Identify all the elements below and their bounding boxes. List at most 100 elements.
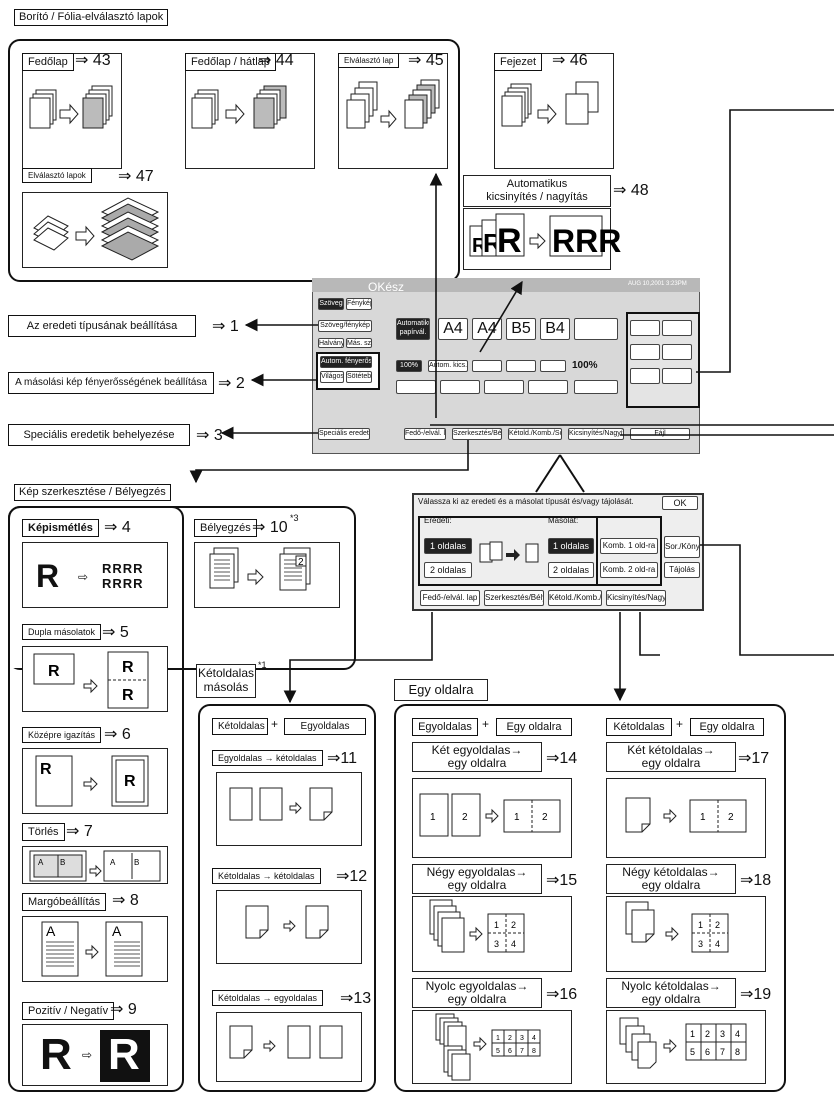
orig-1side-button[interactable]: 1 oldalas [424, 538, 472, 554]
svg-text:4: 4 [511, 939, 516, 949]
svg-text:A: A [110, 858, 116, 867]
combine-1side-button[interactable]: Komb. 1 old-ra [600, 538, 658, 554]
tab-text[interactable]: Szöveg [318, 298, 344, 310]
svg-text:3: 3 [494, 939, 499, 949]
dialog-ok-button[interactable]: OK [662, 496, 698, 510]
auto-reduce-line2: kicsinyítés / nagyítás [486, 191, 588, 203]
bypass-tray-button[interactable] [574, 318, 618, 340]
combine-item-ref: ⇒17 [738, 750, 770, 767]
combine-item-l2: egy oldalra [641, 992, 701, 1006]
dialog-tab-edit[interactable]: Szerkesztés/Bélyeg [484, 590, 544, 606]
copy-2side-button[interactable]: 2 oldalas [548, 562, 594, 578]
series-book-button[interactable]: Sor./Könyv [664, 536, 700, 558]
combine-item-title [412, 978, 542, 1008]
neg-r: R [108, 1030, 140, 1079]
dialog-tab-duplex[interactable]: Kétold./Komb./Sor. [548, 590, 602, 606]
duplex-item-label: Kétoldalas → egyoldalas [212, 990, 324, 1006]
darker-button[interactable]: Sötétebb [346, 371, 372, 383]
preset-93[interactable] [540, 360, 566, 372]
edit-item-label: Pozitív / Negatív [22, 1002, 115, 1020]
edit-stamp-tab[interactable]: Szerkesztés/Bélyeg [452, 428, 502, 440]
edit-item-ref: ⇒ 8 [112, 892, 139, 909]
slip-sheet-icon [346, 79, 440, 129]
cover-item-ref: ⇒ 47 [118, 168, 154, 185]
combine-item-ref: ⇒16 [546, 986, 578, 1003]
mix-button[interactable]: Más. szo.-ról [346, 338, 372, 348]
svg-text:6: 6 [705, 1047, 710, 1057]
combine-item-ref: ⇒19 [740, 986, 772, 1003]
svg-text:2: 2 [511, 920, 516, 930]
paper-tray-3[interactable]: B5 [506, 318, 536, 340]
two-one-side-icon: 1 2 1 2 [419, 793, 561, 837]
svg-text:1: 1 [496, 1035, 500, 1042]
auto-paper-button[interactable]: Automatikus papírvál. [396, 318, 430, 340]
duplex-combine-tab[interactable]: Kétold./Komb./Sor. [508, 428, 562, 440]
dialog-tab-reduce[interactable]: Kicsinyítés/Nagyítás [606, 590, 666, 606]
erase-icon: A B A B [29, 850, 161, 882]
svg-text:3: 3 [520, 1035, 524, 1042]
edit-item-label: Középre igazítás [22, 727, 102, 743]
duplex-header-b: Egyoldalas [284, 718, 366, 735]
cover-section-title: Borító / Fólia-elválasztó lapok [14, 9, 169, 26]
combine-2side-button[interactable]: Komb. 2 old-ra [600, 562, 658, 578]
svg-text:2: 2 [728, 812, 734, 823]
duplex-title-l2: másolás [203, 680, 249, 694]
dialog-tab-cover[interactable]: Fedő-/elvál. lap [420, 590, 480, 606]
auto-reduce-button[interactable]: Autom. kics./nagy. [428, 360, 468, 372]
repeat-image-box [22, 542, 168, 608]
svg-text:2: 2 [715, 920, 720, 930]
combine-item-l2: egy oldalra [447, 756, 507, 770]
combine-item-l1: Nyolc kétoldalas→ [621, 979, 721, 993]
cover-page-icon [29, 85, 113, 129]
staple-right-button[interactable] [662, 344, 692, 360]
cover-slip-tab[interactable]: Fedő-/elvál. lap [404, 428, 446, 440]
preset-b4-b5[interactable] [506, 360, 536, 372]
rrrr-bottom: RRRR [102, 576, 144, 591]
svg-text:7: 7 [520, 1048, 524, 1055]
halftone-button[interactable]: Halvány [318, 338, 344, 348]
cover-item-ref: ⇒ 43 [75, 52, 111, 69]
cover-item-ref: ⇒ 46 [552, 52, 588, 69]
svg-text:1: 1 [690, 1029, 695, 1039]
edit-item-ref: ⇒ 6 [104, 726, 131, 743]
paper-tray-1[interactable]: A4 [438, 318, 468, 340]
svg-text:2: 2 [508, 1035, 512, 1042]
staple-double-button[interactable] [630, 368, 660, 384]
full-size-button[interactable]: 100% [396, 360, 422, 372]
orientation-button[interactable]: Tájolás [664, 562, 700, 578]
margin-button[interactable] [574, 380, 618, 394]
combine-item-l1: Négy kétoldalas→ [622, 865, 720, 879]
reduce-enlarge-tab[interactable]: Kicsinyítés/Nagyítás [568, 428, 624, 440]
staple-left-button[interactable] [630, 344, 660, 360]
orig-2side-button[interactable]: 2 oldalas [424, 562, 472, 578]
svg-text:B: B [134, 858, 139, 867]
screen-status-bar [312, 278, 700, 292]
duplex-mode-3[interactable] [484, 380, 524, 394]
svg-text:1: 1 [494, 920, 499, 930]
special-original-button[interactable]: Speciális eredeti [318, 428, 370, 440]
file-tab[interactable]: Fájl [630, 428, 690, 440]
auto-density-button[interactable]: Autom. fényerősség [320, 356, 372, 368]
edit-item-ref: ⇒ 9 [110, 1001, 137, 1018]
two-to-two-icon [245, 905, 329, 939]
stamp-icon: 2 [209, 547, 311, 591]
screen-date: AUG 10,2001 3:23PM [628, 281, 687, 287]
tab-photo[interactable]: Fénykép [346, 298, 372, 310]
staple-top-button[interactable] [662, 368, 692, 384]
duplex-mode-4[interactable] [528, 380, 568, 394]
stack-button[interactable] [662, 320, 692, 336]
cover-item-ref: ⇒ 45 [408, 52, 444, 69]
cover-item-ref: ⇒ 44 [258, 52, 294, 69]
copy-1side-button[interactable]: 1 oldalas [548, 538, 594, 554]
auto-reduce-line1: Automatikus [506, 178, 568, 190]
text-photo-button[interactable]: Szöveg/fénykép [318, 320, 372, 332]
paper-tray-4[interactable]: B4 [540, 318, 570, 340]
combine-item-title [606, 742, 736, 772]
lighter-button[interactable]: Világosabb [320, 371, 344, 383]
duplex-mode-2[interactable] [440, 380, 480, 394]
preset-a3-a4[interactable] [472, 360, 502, 372]
sort-button[interactable] [630, 320, 660, 336]
svg-text:8: 8 [735, 1047, 740, 1057]
svg-text:2: 2 [542, 812, 548, 823]
